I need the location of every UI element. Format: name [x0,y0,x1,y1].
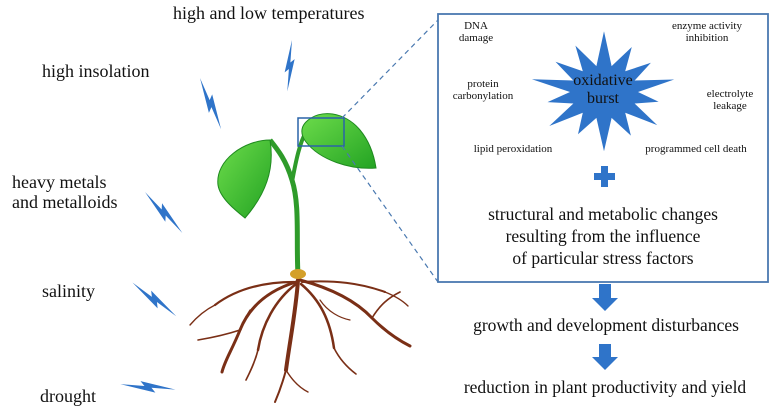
left-leaf-illustration [217,139,272,219]
effect-protein-carbonylation: protein carbonylation [452,78,514,103]
root-collar [290,269,306,279]
zoom-line-top [341,19,439,119]
outcome-productivity-reduction: reduction in plant productivity and yiel… [463,377,747,397]
zoom-line-bottom [341,145,439,283]
arrow-down-icon-2 [592,344,618,370]
label-salinity: salinity [42,281,95,301]
bolt-icon-drought [120,367,176,407]
right-leaf-illustration [301,113,377,169]
effect-dna-damage: DNA damage [458,20,494,45]
bolt-icon-insolation [183,78,238,130]
label-drought: drought [40,386,96,406]
plus-icon [594,166,615,187]
label-temperature: high and low temperatures [173,3,365,23]
structural-changes-text: structural and metabolic changes resulti… [488,204,718,268]
stress-bolts [120,40,307,407]
bolt-icon-salinity [127,282,182,317]
effect-lipid-peroxidation: lipid peroxidation [473,143,553,155]
stem-illustration [268,138,301,276]
oxidative-burst-label: oxidative burst [573,72,633,107]
bolt-icon-temperature [272,40,307,92]
effect-enzyme-inhibition: enzyme activity inhibition [672,20,742,45]
effects-panel-box [437,13,769,283]
leaf-zoom-box [297,117,345,147]
oxidative-burst-star [531,31,675,152]
effect-electrolyte-leakage: electrolyte leakage [706,88,754,113]
arrow-down-icon-1 [592,284,618,311]
label-insolation: high insolation [42,61,150,81]
outcome-growth-disturbances: growth and development disturbances [473,315,739,335]
down-arrow-icons [592,284,618,370]
effect-programmed-cell-death: programmed cell death [645,143,747,155]
bolt-icon-metals [136,192,192,233]
roots-illustration [189,278,412,403]
label-metals: heavy metals and metalloids [12,172,118,212]
